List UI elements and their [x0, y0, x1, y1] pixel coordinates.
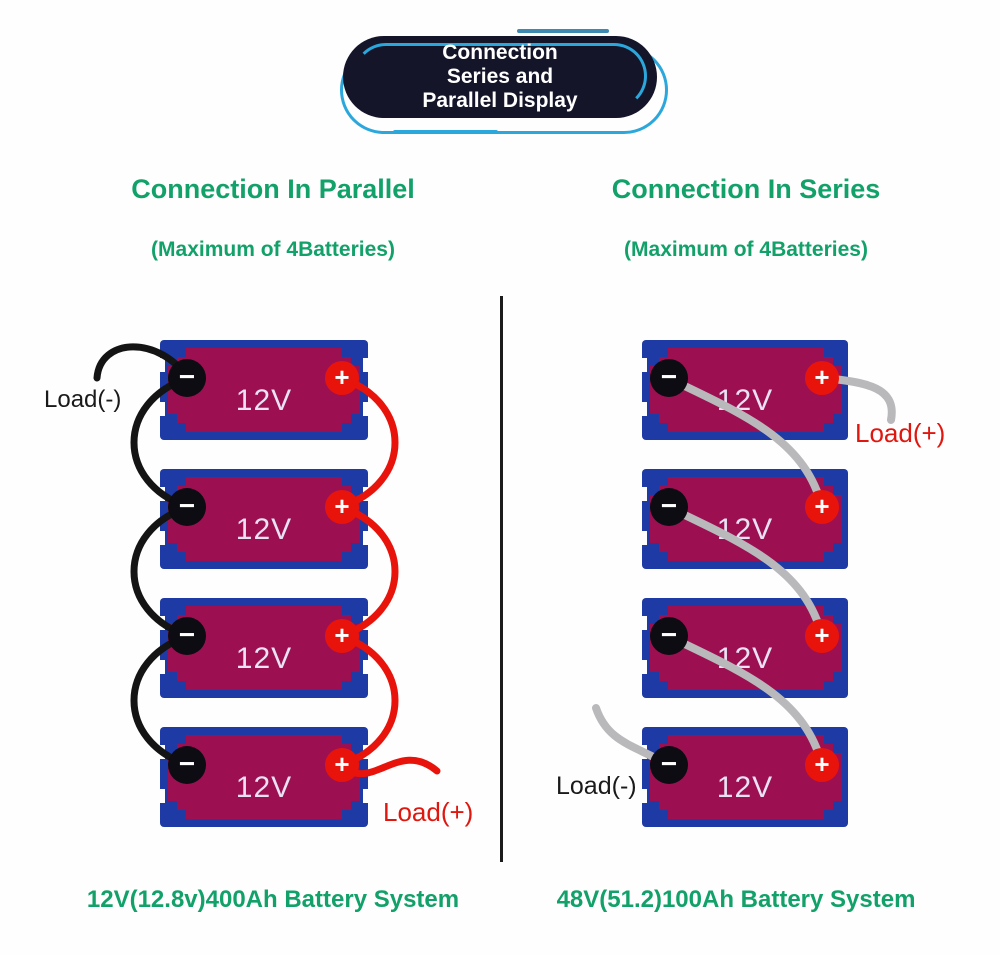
plus-icon: +: [814, 748, 830, 779]
badge-inner-ring: [353, 43, 647, 109]
battery-voltage-label: 12V: [235, 513, 293, 546]
badge-title: Connection Series and Parallel Display: [345, 38, 655, 116]
parallel-battery-3: − + 12V: [159, 598, 369, 698]
series-title: Connection In Series: [611, 174, 881, 204]
battery-notch: [641, 358, 647, 372]
plus-icon: +: [814, 619, 830, 650]
battery-notch: [363, 745, 369, 759]
battery-notch: [363, 616, 369, 630]
positive-terminal: +: [805, 361, 839, 395]
plus-icon: +: [814, 490, 830, 521]
positive-terminal: +: [805, 490, 839, 524]
battery-voltage-label: 12V: [235, 642, 293, 675]
minus-icon: −: [178, 489, 196, 521]
plus-icon: +: [334, 361, 350, 392]
plus-icon: +: [814, 361, 830, 392]
series-battery-1: − + 12V: [641, 340, 848, 440]
series-load-positive-label: Load(+): [855, 418, 946, 448]
series-system-caption: 48V(51.2)100Ah Battery System: [556, 886, 916, 913]
parallel-subtitle: (Maximum of 4Batteries): [151, 238, 395, 261]
badge-pill: Connection Series and Parallel Display: [345, 38, 655, 116]
battery-notch: [159, 358, 165, 372]
series-battery-2: − + 12V: [641, 469, 848, 569]
minus-icon: −: [660, 489, 678, 521]
column-divider: [500, 296, 503, 862]
positive-terminal: +: [805, 748, 839, 782]
positive-terminal: +: [325, 619, 359, 653]
series-battery-4: − + 12V: [641, 727, 848, 827]
battery-notch: [363, 789, 369, 803]
negative-terminal: −: [650, 746, 688, 784]
battery-notch: [641, 487, 647, 501]
parallel-battery-1: − + 12V: [159, 340, 369, 440]
minus-icon: −: [178, 618, 196, 650]
parallel-load-positive-label: Load(+): [383, 797, 474, 827]
parallel-battery-2: − + 12V: [159, 469, 369, 569]
battery-notch: [159, 487, 165, 501]
badge-title-line3: Parallel Display: [422, 88, 578, 112]
plus-icon: +: [334, 619, 350, 650]
battery-notch: [363, 487, 369, 501]
positive-terminal: +: [805, 619, 839, 653]
minus-icon: −: [660, 747, 678, 779]
negative-terminal: −: [650, 617, 688, 655]
minus-icon: −: [660, 360, 678, 392]
positive-terminal: +: [325, 748, 359, 782]
battery-notch: [641, 402, 647, 416]
badge-title-line2: Series and: [446, 65, 554, 89]
negative-terminal: −: [168, 617, 206, 655]
positive-terminal: +: [325, 361, 359, 395]
battery-notch: [159, 789, 165, 803]
negative-terminal: −: [168, 488, 206, 526]
negative-terminal: −: [168, 359, 206, 397]
battery-notch: [641, 660, 647, 674]
series-load-negative-label: Load(-): [556, 772, 637, 800]
parallel-system-caption: 12V(12.8v)400Ah Battery System: [86, 886, 460, 913]
negative-terminal: −: [650, 488, 688, 526]
battery-notch: [641, 531, 647, 545]
badge-dash-bottom: [393, 130, 498, 134]
series-subtitle: (Maximum of 4Batteries): [624, 238, 868, 261]
series-battery-3: − + 12V: [641, 598, 848, 698]
battery-notch: [363, 358, 369, 372]
parallel-load-negative-label: Load(-): [44, 386, 122, 413]
minus-icon: −: [178, 360, 196, 392]
battery-notch: [641, 745, 647, 759]
positive-terminal: +: [325, 490, 359, 524]
parallel-title: Connection In Parallel: [131, 174, 415, 204]
minus-icon: −: [178, 747, 196, 779]
battery-voltage-label: 12V: [235, 384, 293, 417]
battery-notch: [641, 789, 647, 803]
badge-dash-top: [517, 29, 609, 33]
minus-icon: −: [660, 618, 678, 650]
battery-voltage-label: 12V: [235, 771, 293, 804]
title-badge: Connection Series and Parallel Display: [338, 26, 668, 144]
battery-notch: [159, 745, 165, 759]
plus-icon: +: [334, 748, 350, 779]
parallel-battery-4: − + 12V: [159, 727, 369, 827]
battery-voltage-label: 12V: [716, 771, 774, 804]
negative-terminal: −: [650, 359, 688, 397]
plus-icon: +: [334, 490, 350, 521]
battery-notch: [159, 616, 165, 630]
negative-terminal: −: [168, 746, 206, 784]
battery-notch: [641, 616, 647, 630]
badge-title-line1: Connection: [442, 41, 558, 65]
